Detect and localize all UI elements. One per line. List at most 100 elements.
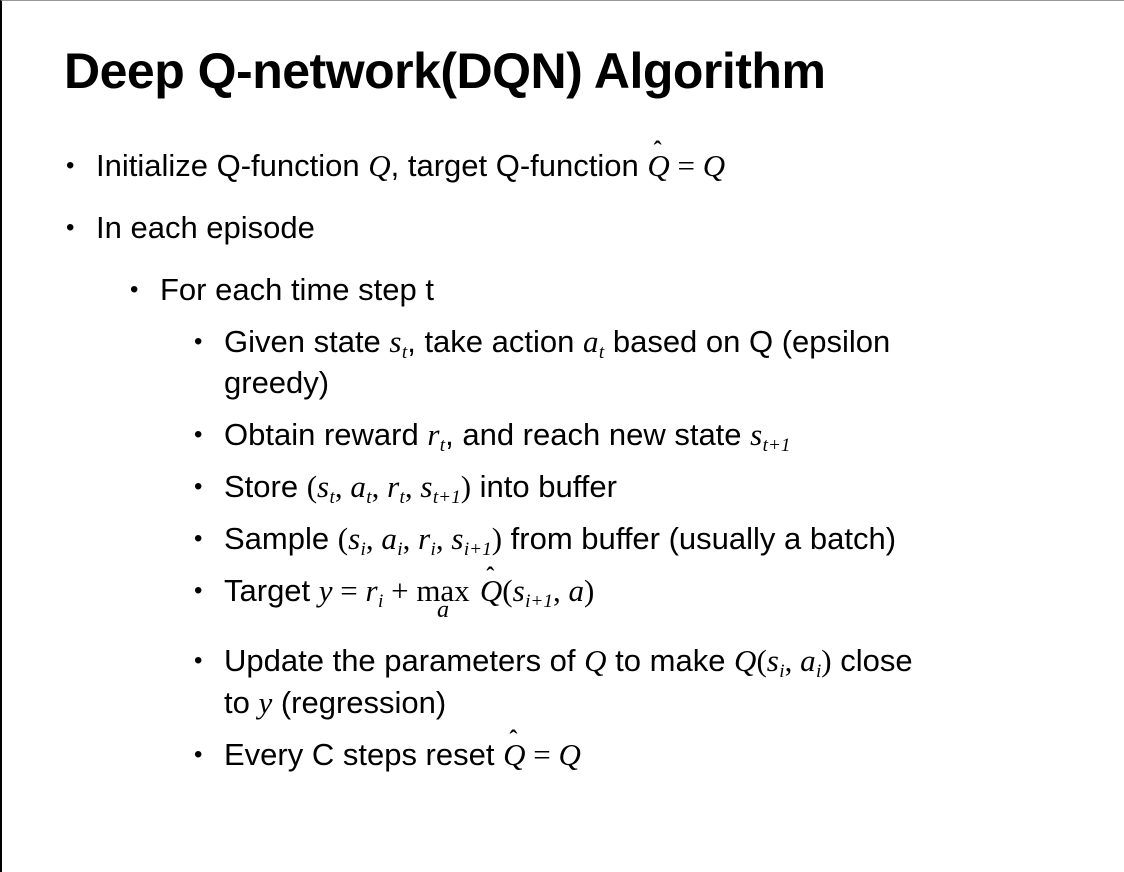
math-segment: , [365,521,382,557]
bullet-icon: • [130,275,139,303]
math-segment: ) [460,469,472,505]
bullet-item: •Initialize Q-function Q, target Q-funct… [2,137,1124,187]
bullet-text: Update the parameters of Q to make Q(si,… [224,640,913,724]
text-segment: Obtain reward [224,417,428,453]
bullet-icon: • [194,577,203,605]
math-segment: ) [821,643,832,679]
math-with-subscript: ri [365,573,384,613]
hat-accent: ˆ [486,562,495,590]
text-segment: greedy) [224,365,330,401]
math-subscript: i [377,591,384,613]
math-symbol: Q [647,147,670,183]
math-segment: , [402,521,419,557]
math-subscript: t [439,435,446,457]
bullet-icon: • [194,327,203,355]
text-segment: Sample [224,521,338,557]
text-segment: Every C steps reset [224,736,504,772]
math-segment: ) [491,521,503,557]
bullet-text: Given state st, take action at based on … [224,321,890,405]
bullet-icon: • [66,213,75,241]
math-with-subscript: ai [381,521,403,561]
math-segment: , [552,573,569,609]
bullet-text: Store (st, at, rt, st+1) into buffer [224,466,617,508]
math-subscript: i [360,539,366,561]
math-segment: y [318,573,333,609]
math-with-subscript: st [317,469,335,509]
math-with-subscript: st+1 [750,417,791,457]
math-segment: Q [558,736,581,772]
bullet-icon: • [194,647,203,675]
math-subscript: t [366,487,372,509]
text-segment: Initialize Q-function [96,147,369,183]
math-with-subscript: ai [800,643,822,683]
math-subscript: i [815,661,822,683]
math-segment: Q [368,147,391,183]
math-segment: = [669,147,703,183]
bullet-item: • Obtain reward rt, and reach new state s… [2,414,1124,456]
bullet-list: •Initialize Q-function Q, target Q-funct… [2,137,1124,776]
math-with-subscript: si+1 [512,573,553,613]
bullet-icon: • [194,421,203,449]
math-segment: Q [584,643,607,679]
math-segment: Q [734,643,757,679]
math-with-subscript: si+1 [451,521,492,561]
bullet-item: • Update the parameters of Q to make Q(si… [2,640,1124,724]
math-segment: , [784,643,801,679]
text-segment: , and reach new state [445,417,751,453]
math-symbol: Q [479,573,503,609]
math-subscript: t [329,487,335,509]
math-segment: ( [756,643,767,679]
bullet-text: In each episode [96,207,315,249]
math-segment: = [332,573,366,609]
math-symbol: Q [503,736,526,772]
text-segment: based on Q (epsilon [604,323,891,359]
math-segment: ( [337,521,349,557]
text-segment: For each time step t [160,271,434,307]
bullet-item: • For each time step t [2,269,1124,311]
math-segment: ( [306,469,318,505]
math-segment: , [435,521,452,557]
text-segment: , take action [407,323,583,359]
hat-accent: ˆ [509,726,518,754]
hat-accent: ˆ [653,136,662,164]
text-segment: into buffer [471,469,617,505]
math-subscript: t [399,487,405,509]
bullet-text: Sample (si, ai, ri, si+1) from buffer (u… [224,518,896,560]
text-segment: to [224,685,259,721]
text-segment: In each episode [96,209,315,245]
bullet-icon: • [194,473,203,501]
math-subscript: t+1 [432,487,461,509]
math-segment: y [258,685,273,721]
math-with-subscript: rt [387,469,405,509]
math-segment: , [334,469,351,505]
math-subscript: i [397,539,403,561]
bullet-item: • In each episode [2,207,1124,249]
text-segment: Given state [224,323,390,359]
math-segment: ) [583,573,595,609]
bullet-item: • Given state st, take action at based on… [2,321,1124,405]
math-subscript: i [779,661,785,683]
math-with-subscript: si [348,521,366,561]
math-segment: + [383,573,417,609]
math-segment: ( [502,573,513,609]
math-subscript: i+1 [525,591,553,613]
math-segment: a [568,573,584,609]
bullet-item: • Store (st, at, rt, st+1) into buffer [2,466,1124,508]
bullet-icon: • [194,740,203,768]
math-with-subscript: st [389,323,408,363]
math-with-subscript: ri [418,521,436,561]
math-segment: Q [702,147,726,183]
slide-title: Deep Q-network(DQN) Algorithm [64,43,826,99]
bullet-text: Obtain reward rt, and reach new state st… [224,414,791,456]
text-segment: from buffer (usually a batch) [502,521,897,557]
math-with-subscript: si [766,643,785,683]
math-with-subscript: at [583,323,605,363]
max-operator-label: max [416,573,470,609]
math-segment: , [404,469,421,505]
